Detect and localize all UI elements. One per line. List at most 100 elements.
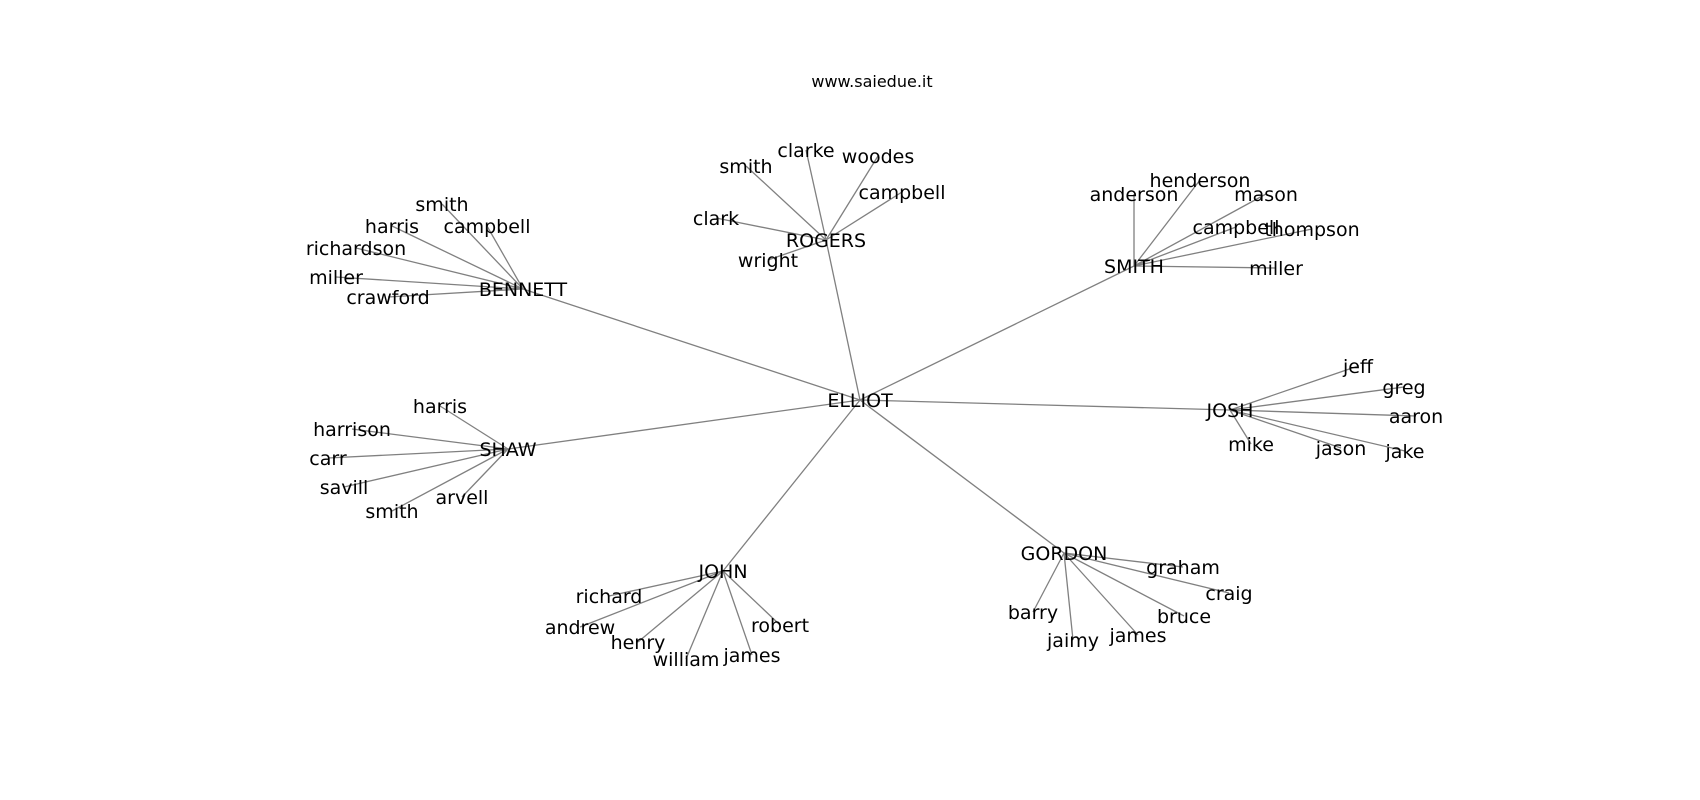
edge-rogers-campbell	[825, 191, 903, 241]
node-leaf-gordon-jaimy: jaimy	[1046, 630, 1099, 652]
edge-smith-henderson	[1133, 179, 1201, 267]
node-leaf-bennett-miller: miller	[309, 267, 363, 289]
edge-bennett-richardson	[355, 247, 524, 290]
node-hub-shaw: SHAW	[479, 439, 536, 461]
node-leaf-john-william: william	[653, 649, 720, 671]
node-leaf-shaw-smith: smith	[365, 501, 418, 523]
edge-root-smith	[859, 265, 1135, 401]
edge-josh-jeff	[1229, 365, 1359, 411]
node-leaf-john-henry: henry	[611, 632, 666, 654]
edge-root-gordon	[859, 399, 1065, 554]
node-leaf-rogers-woodes: woodes	[842, 146, 914, 168]
node-leaf-rogers-clark: clark	[693, 208, 739, 230]
edge-john-james	[722, 570, 753, 656]
edge-bennett-crawford	[387, 288, 524, 298]
node-hub-gordon: GORDON	[1021, 543, 1108, 565]
node-leaf-bennett-smith: smith	[415, 194, 468, 216]
node-leaf-bennett-crawford: crawford	[346, 287, 429, 309]
graph-title: www.saiedue.it	[811, 72, 932, 91]
edge-bennett-smith	[441, 203, 524, 290]
edge-john-richard	[608, 570, 724, 597]
edge-shaw-savill	[343, 448, 509, 488]
edge-rogers-clarke	[805, 149, 827, 241]
node-leaf-gordon-craig: craig	[1205, 583, 1252, 605]
edge-rogers-wright	[767, 239, 827, 261]
edge-bennett-campbell	[486, 225, 524, 290]
node-leaf-shaw-harris: harris	[413, 396, 467, 418]
node-leaf-rogers-clarke: clarke	[777, 140, 834, 162]
node-leaf-josh-jake: jake	[1385, 441, 1425, 463]
edge-shaw-harrison	[351, 428, 509, 450]
edge-root-shaw	[507, 399, 861, 450]
node-leaf-gordon-graham: graham	[1146, 557, 1220, 579]
node-leaf-josh-mike: mike	[1228, 434, 1274, 456]
node-hub-smith: SMITH	[1104, 256, 1164, 278]
node-leaf-john-andrew: andrew	[545, 617, 615, 639]
edge-smith-campbell	[1133, 226, 1237, 267]
node-leaf-smith-miller: miller	[1249, 258, 1303, 280]
edge-gordon-graham	[1063, 552, 1184, 568]
edge-root-bennett	[522, 288, 861, 401]
edge-smith-miller	[1133, 265, 1277, 269]
edge-gordon-jaimy	[1063, 552, 1074, 641]
node-leaf-smith-campbell: campbell	[1193, 217, 1280, 239]
node-root: ELLIOT	[827, 390, 893, 412]
edge-shaw-harris	[439, 405, 509, 450]
edge-john-robert	[722, 570, 781, 626]
edge-gordon-craig	[1063, 552, 1230, 594]
edge-josh-jason	[1229, 409, 1342, 449]
node-leaf-josh-jeff: jeff	[1342, 356, 1374, 378]
node-leaf-rogers-campbell: campbell	[859, 182, 946, 204]
edge-shaw-carr	[327, 448, 509, 459]
edge-smith-thompson	[1133, 228, 1313, 267]
edge-john-andrew	[579, 570, 724, 628]
node-leaf-josh-greg: greg	[1382, 377, 1425, 399]
node-leaf-smith-mason: mason	[1234, 184, 1298, 206]
node-leaf-smith-henderson: henderson	[1150, 170, 1251, 192]
node-leaf-bennett-campbell: campbell	[444, 216, 531, 238]
edge-josh-greg	[1229, 386, 1405, 411]
node-leaf-shaw-harrison: harrison	[313, 419, 391, 441]
node-leaf-john-james: james	[722, 645, 780, 667]
edge-root-josh	[859, 399, 1231, 411]
edge-gordon-bruce	[1063, 552, 1185, 617]
node-leaf-rogers-wright: wright	[738, 250, 798, 272]
edge-bennett-harris	[391, 225, 524, 290]
node-hub-josh: JOSH	[1206, 400, 1254, 422]
edge-root-john	[722, 399, 861, 572]
edge-gordon-barry	[1032, 552, 1065, 613]
edge-shaw-arvell	[461, 448, 509, 498]
edge-josh-mike	[1229, 409, 1252, 445]
node-leaf-shaw-savill: savill	[320, 477, 369, 499]
node-hub-john: JOHN	[697, 561, 747, 583]
node-leaf-josh-aaron: aaron	[1389, 406, 1443, 428]
edge-josh-jake	[1229, 409, 1406, 452]
edge-layer	[327, 149, 1417, 660]
edge-john-henry	[637, 570, 724, 643]
edge-john-william	[685, 570, 724, 660]
edge-josh-aaron	[1229, 409, 1417, 417]
edge-rogers-woodes	[825, 155, 879, 241]
edge-bennett-miller	[335, 276, 524, 290]
node-hub-bennett: BENNETT	[479, 279, 568, 301]
edge-rogers-smith	[745, 165, 827, 241]
node-leaf-shaw-arvell: arvell	[436, 487, 489, 509]
node-leaf-bennett-harris: harris	[365, 216, 419, 238]
edge-smith-mason	[1133, 193, 1267, 267]
node-leaf-rogers-smith: smith	[719, 156, 772, 178]
node-leaf-bennett-richardson: richardson	[306, 238, 406, 260]
edge-rogers-clark	[715, 217, 827, 241]
node-leaf-smith-thompson: thompson	[1264, 219, 1359, 241]
edge-gordon-james	[1063, 552, 1139, 636]
node-leaf-gordon-james: james	[1108, 625, 1166, 647]
node-leaf-gordon-barry: barry	[1008, 602, 1058, 624]
node-leaf-gordon-bruce: bruce	[1157, 606, 1211, 628]
node-leaf-smith-anderson: anderson	[1090, 184, 1179, 206]
edge-root-rogers	[825, 239, 861, 401]
edge-shaw-smith	[391, 448, 509, 512]
node-leaf-john-robert: robert	[751, 615, 809, 637]
node-leaf-shaw-carr: carr	[309, 448, 347, 470]
node-leaf-josh-jason: jason	[1315, 438, 1367, 460]
